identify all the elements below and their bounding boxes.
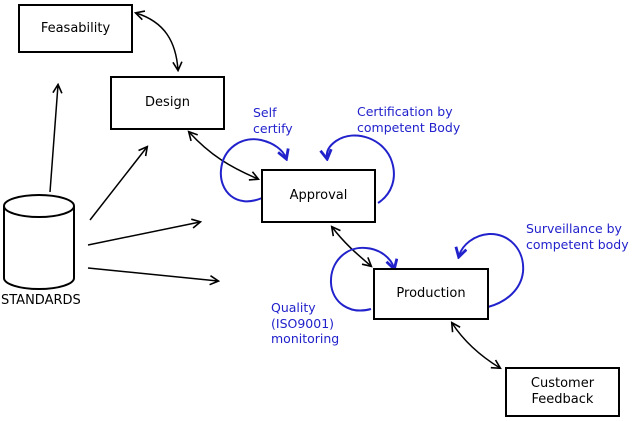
quality-monitoring-label: Quality (ISO9001) monitoring (271, 300, 339, 347)
approval-node: Approval (261, 169, 376, 223)
loop-surveillance (459, 232, 525, 308)
quality-line2: (ISO9001) (271, 315, 335, 331)
customer-feedback-label-line1: Customer (530, 376, 595, 391)
arrow-standards-to-production (87, 267, 218, 281)
quality-line3: monitoring (271, 331, 340, 346)
surveillance-line2: competent body (526, 236, 629, 252)
certification-label: Certification by competent Body (357, 104, 460, 135)
feasability-node: Feasability (18, 4, 133, 53)
customer-feedback-label-line2: Feedback (531, 392, 594, 407)
arrow-standards-to-feasability (49, 85, 58, 193)
design-label: Design (145, 95, 190, 110)
self-certify-label: Self certify (253, 105, 293, 136)
arrow-feasability-design (136, 13, 178, 70)
self-certify-line2: certify (253, 120, 293, 136)
production-node: Production (373, 268, 489, 320)
certification-line2: competent Body (357, 119, 461, 135)
loop-self-certify (219, 138, 286, 203)
quality-line1: Quality (271, 300, 316, 315)
surveillance-label: Surveillance by competent body (526, 221, 629, 252)
feasability-label: Feasability (40, 20, 111, 36)
arrow-production-feedback (452, 323, 500, 368)
arrow-design-approval (189, 132, 258, 179)
standards-label: STANDARDS (1, 293, 81, 308)
production-label: Production (396, 286, 466, 301)
arrow-standards-to-design (89, 147, 147, 221)
design-node: Design (110, 76, 225, 130)
loop-quality-monitoring (329, 246, 394, 312)
certification-line1: Certification by (357, 104, 453, 119)
approval-label: Approval (289, 188, 348, 203)
standards-cylinder-shape (3, 194, 75, 290)
self-certify-line1: Self (253, 105, 277, 120)
surveillance-line1: Surveillance by (526, 221, 622, 236)
arrow-standards-to-approval (87, 222, 200, 246)
loop-certification (327, 134, 395, 204)
arrow-approval-production (332, 227, 371, 266)
customer-feedback-node: Customer Feedback (505, 367, 620, 417)
